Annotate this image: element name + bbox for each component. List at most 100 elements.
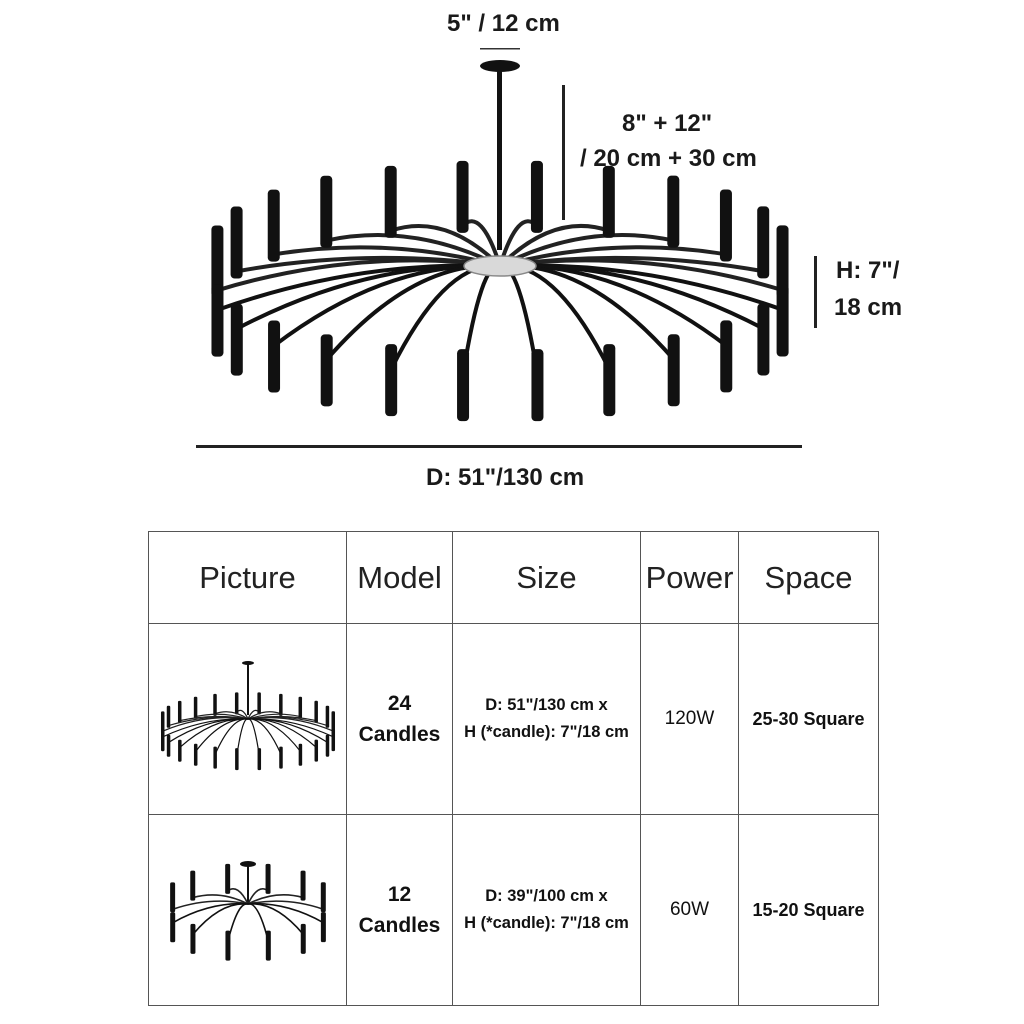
thumbnail-rod — [246, 864, 249, 904]
size-cell: D: 39"/100 cm x H (*candle): 7"/18 cm — [452, 814, 641, 1006]
diameter-dimension-label: D: 51"/130 cm — [426, 464, 585, 491]
candle-tube — [320, 175, 333, 248]
candle-tube — [189, 870, 195, 901]
specification-table: Picture Model Size Power Space 24 Candle… — [148, 531, 879, 1006]
candle-tube — [169, 912, 175, 943]
candle-tube — [234, 748, 239, 771]
chandelier-arm — [247, 903, 269, 942]
candle-tube — [177, 739, 182, 762]
chandelier-arm — [247, 903, 304, 935]
candle-tube — [603, 344, 616, 417]
thumbnail-canopy — [241, 661, 254, 665]
candle-tube — [602, 165, 615, 238]
candle-tube — [193, 696, 197, 719]
candle-tube — [298, 696, 302, 719]
candle-tubes — [211, 160, 789, 422]
candle-tube — [757, 303, 770, 376]
candle-tube — [667, 175, 680, 248]
canopy-dimension-line — [480, 48, 520, 50]
candle-tube — [230, 206, 243, 279]
canopy-dimension-label: 5" / 12 cm — [447, 10, 560, 37]
candle-tube — [212, 693, 217, 716]
chandelier-arm — [171, 900, 248, 911]
model-label: Candles — [358, 723, 441, 746]
model-cell: 12 Candles — [346, 814, 453, 1006]
chandelier-arm — [178, 718, 248, 748]
chandelier-arm — [272, 263, 501, 348]
chandelier-arm — [161, 717, 248, 732]
header-power: Power — [640, 531, 739, 624]
candle-tube — [456, 160, 469, 233]
model-cell: 24 Candles — [346, 623, 453, 815]
power-cell: 120W — [640, 623, 739, 815]
chandelier-arm — [192, 894, 248, 905]
candle-tube — [331, 729, 335, 752]
space-cell: 15-20 Square — [738, 814, 879, 1006]
header-picture: Picture — [148, 531, 347, 624]
chandelier-arm — [247, 900, 324, 910]
rod-dimension-label-line2: / 20 cm + 30 cm — [580, 145, 757, 172]
suspension-rod — [497, 70, 502, 250]
candle-tube — [278, 693, 283, 716]
header-model: Model — [346, 531, 453, 624]
candle-tube — [257, 748, 261, 771]
space-cell: 25-30 Square — [738, 623, 879, 815]
model-label: Candles — [358, 914, 441, 937]
candle-tube — [256, 692, 261, 715]
header-space: Space — [738, 531, 879, 624]
size-height: H (*candle): 7"/18 cm — [464, 914, 629, 932]
rod-dimension-label-line1: 8" + 12" — [622, 110, 713, 137]
candle-tube — [224, 863, 230, 894]
chandelier-arm — [499, 263, 784, 312]
candle-tube — [166, 734, 170, 757]
candle-tube — [757, 206, 770, 279]
candle-tube — [166, 705, 170, 728]
candle-tube — [234, 692, 238, 715]
chandelier-arm — [499, 258, 784, 293]
candle-tube — [265, 930, 271, 961]
24-candle-chandelier-thumbnail — [160, 661, 335, 771]
chandelier-arm — [247, 718, 334, 738]
picture-cell — [148, 814, 347, 1006]
candle-tube — [776, 225, 789, 298]
header-size: Size — [452, 531, 641, 624]
size-diameter: D: 51"/130 cm x — [485, 696, 608, 714]
chandelier-arm — [247, 718, 282, 755]
chandelier-arm — [247, 717, 333, 732]
thumbnail-rod — [246, 663, 249, 715]
candle-tube — [720, 320, 733, 393]
candle-tube — [385, 344, 398, 417]
12-candle-chandelier-thumbnail — [169, 861, 326, 961]
chandelier-arm — [214, 711, 248, 720]
chandelier-arm — [161, 718, 248, 738]
table-row: 12 Candles D: 39"/100 cm x H (*candle): … — [148, 814, 879, 1006]
candle-tube — [300, 870, 306, 901]
candle-tube — [169, 882, 175, 913]
candle-tube — [230, 303, 243, 376]
candle-tube — [776, 284, 789, 357]
model-count: 24 — [387, 692, 412, 715]
diameter-line — [196, 445, 802, 448]
chandelier-arm — [214, 718, 248, 755]
size-height: H (*candle): 7"/18 cm — [464, 723, 629, 741]
candle-tube — [268, 320, 281, 393]
candle-tube — [331, 711, 335, 734]
candle-tube — [320, 882, 326, 913]
center-hub — [463, 255, 537, 277]
chandelier-arm — [247, 718, 317, 748]
chandelier-arm — [499, 232, 674, 268]
candle-tube — [719, 189, 732, 262]
chandelier-product-image — [196, 48, 817, 448]
candle-tube — [160, 729, 164, 752]
candle-tube — [298, 743, 302, 766]
candle-tube — [300, 923, 306, 954]
candle-tube — [667, 334, 680, 407]
ceiling-canopy — [480, 60, 520, 72]
candle-tube — [531, 349, 544, 422]
table-row: 24 Candles D: 51"/130 cm x H (*candle): … — [148, 623, 879, 815]
candle-tube — [313, 700, 318, 723]
power-cell: 60W — [640, 814, 739, 1006]
chandelier-arm — [216, 263, 501, 312]
candle-tube — [160, 711, 164, 734]
candle-tube — [325, 705, 329, 728]
